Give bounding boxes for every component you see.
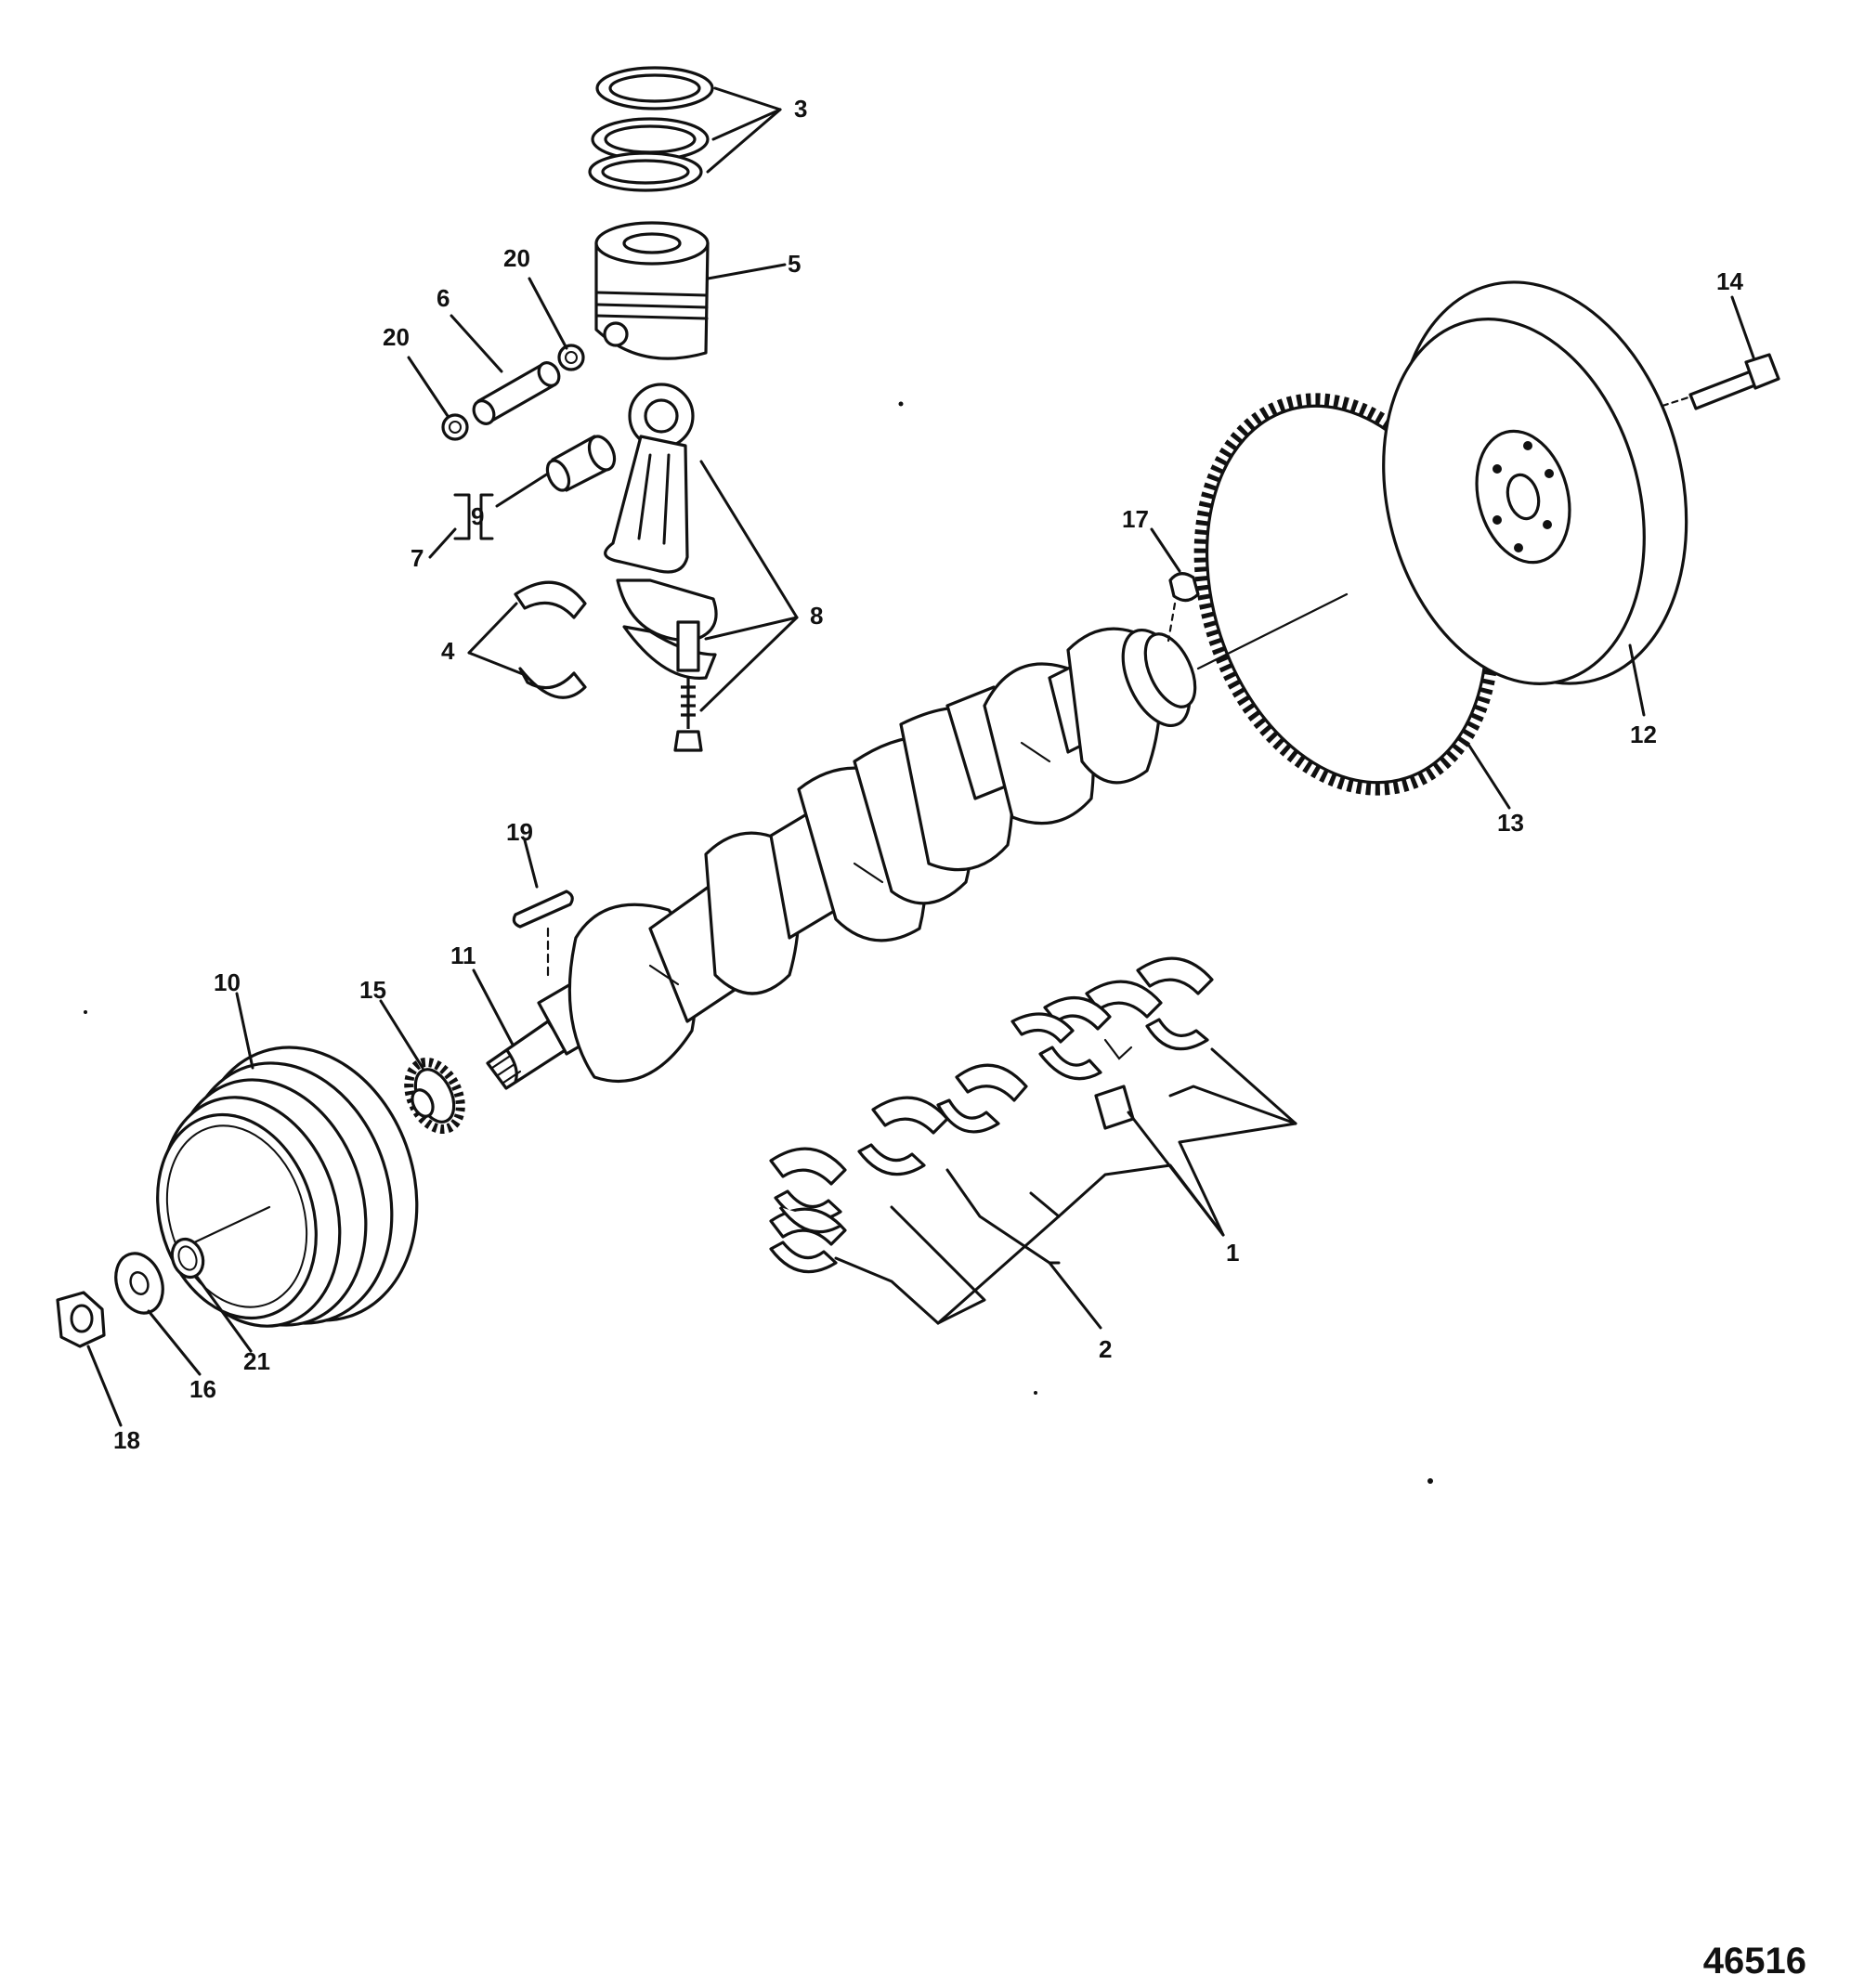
connecting-rod-bushing: [545, 435, 617, 492]
callout-11: 11: [450, 942, 476, 969]
figure-number: 46516: [1703, 1941, 1806, 1982]
callout-18: 18: [113, 1426, 140, 1454]
callout-20-right: 20: [503, 244, 530, 272]
nut: [56, 1291, 106, 1348]
crankshaft: [486, 627, 1197, 1090]
callout-8: 8: [810, 602, 823, 630]
callout-9: 9: [471, 502, 484, 530]
leader-lines: [86, 86, 1755, 1427]
callout-6: 6: [437, 284, 450, 312]
crankshaft-pulley: [156, 1046, 419, 1328]
callout-10: 10: [214, 968, 241, 996]
callout-12: 12: [1630, 721, 1657, 748]
callout-7: 7: [411, 544, 424, 572]
callout-1: 1: [1226, 1239, 1239, 1267]
dowel-pin: [1168, 572, 1200, 603]
piston-pin: [472, 361, 561, 425]
callout-19: 19: [506, 818, 533, 846]
woodruff-key: [512, 890, 574, 977]
callout-2: 2: [1099, 1335, 1112, 1363]
piston-rings: [588, 66, 714, 192]
rod-bearing-shells: [514, 580, 587, 699]
flywheel: [1382, 280, 1688, 685]
snap-rings: [441, 344, 585, 441]
callout-3: 3: [794, 95, 807, 123]
main-bearing-shells-upper: [1010, 956, 1214, 1130]
callout-15: 15: [359, 976, 386, 1004]
callout-5: 5: [788, 250, 801, 278]
callout-4: 4: [441, 637, 455, 665]
callout-numbers: 1 2 3 4 5 6 7 8 9 10 11 12 13 14 15 16 1…: [113, 95, 1743, 1454]
spacer-ring: [170, 1237, 205, 1280]
washer: [114, 1252, 164, 1315]
callout-13: 13: [1497, 809, 1524, 837]
callout-21: 21: [243, 1347, 270, 1375]
flywheel-bolt: [1661, 353, 1780, 410]
callout-20-left: 20: [383, 323, 410, 351]
connecting-rod: [604, 383, 718, 752]
main-bearing-shells-lower: [769, 1063, 1028, 1274]
crankshaft-gear: [404, 1057, 465, 1135]
piston: [594, 221, 710, 360]
callout-17: 17: [1122, 505, 1149, 533]
callout-16: 16: [189, 1375, 216, 1403]
callout-14: 14: [1716, 267, 1743, 295]
